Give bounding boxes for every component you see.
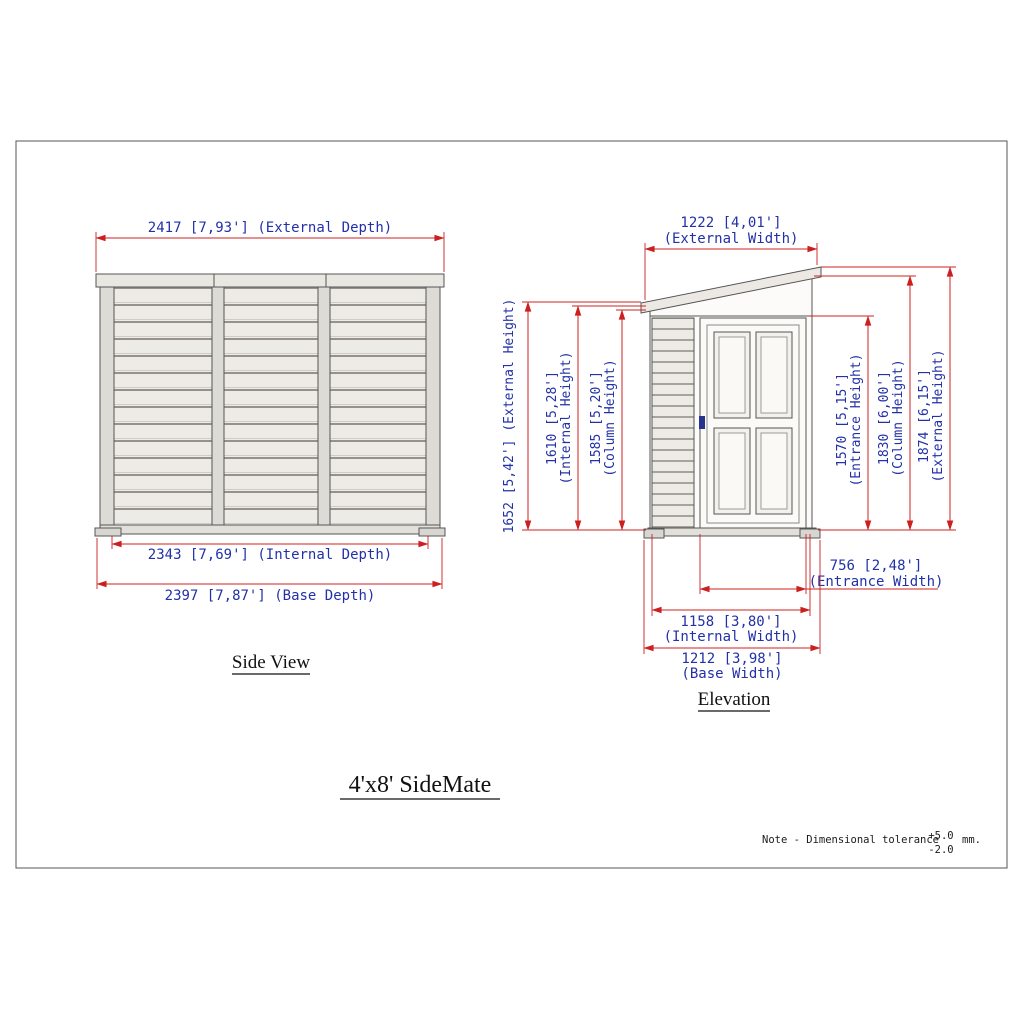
- external-width-value: 1222 [4,01']: [680, 215, 781, 231]
- note-unit: mm.: [962, 834, 981, 846]
- entrance-height-value: 1570 [5,15']: [835, 373, 850, 467]
- dim-external-width: 1222 [4,01'] (External Width): [644, 215, 818, 300]
- dim-internal-depth: 2343 [7,69'] (Internal Depth): [111, 536, 429, 563]
- column-height-left-name: (Column Height): [603, 359, 618, 476]
- external-height-right-value: 1874 [6,15']: [917, 369, 932, 463]
- elevation: 1222 [4,01'] (External Width) 1652 [5,42…: [502, 215, 956, 712]
- external-width-name: (External Width): [664, 231, 799, 247]
- base-width-name: (Base Width): [681, 666, 782, 682]
- dim-internal-width: 1158 [3,80'] (Internal Width): [651, 534, 811, 645]
- tolerance-note: Note - Dimensional tolerance +5.0 mm. -2…: [762, 830, 981, 856]
- side-view: 2417 [7,93'] (External Depth) 2343 [7,69…: [94, 220, 446, 675]
- column-height-left-value: 1585 [5,20']: [589, 371, 604, 465]
- dim-base-depth: 2397 [7,87'] (Base Depth): [96, 538, 443, 604]
- base-width-value: 1212 [3,98']: [681, 651, 782, 667]
- external-height-left-text: 1652 [5,42'] (External Height): [502, 299, 517, 534]
- internal-height-name: (Internal Height): [559, 351, 574, 484]
- internal-width-value: 1158 [3,80']: [680, 614, 781, 630]
- internal-depth-text: 2343 [7,69'] (Internal Depth): [148, 547, 392, 563]
- dim-column-height-right: 1830 [6,00'] (Column Height): [814, 275, 916, 531]
- door-handle: [699, 416, 705, 429]
- column-height-right-name: (Column Height): [891, 359, 906, 476]
- external-height-right-name: (External Height): [931, 349, 946, 482]
- dim-external-depth: 2417 [7,93'] (External Depth): [95, 220, 445, 272]
- entrance-height-name: (Entrance Height): [849, 353, 864, 486]
- elevation-label: Elevation: [698, 689, 771, 710]
- column-height-right-value: 1830 [6,00']: [877, 371, 892, 465]
- dim-external-height-right: 1874 [6,15'] (External Height): [818, 266, 956, 531]
- page-title: 4'x8' SideMate: [349, 772, 492, 798]
- dim-entrance-width: 756 [2,48'] (Entrance Width): [699, 534, 944, 594]
- external-depth-text: 2417 [7,93'] (External Depth): [148, 220, 392, 236]
- note-tolerance-plus: +5.0: [928, 830, 953, 842]
- elevation-shed: [640, 266, 822, 539]
- side-view-label: Side View: [232, 652, 310, 673]
- entrance-width-name: (Entrance Width): [809, 574, 944, 590]
- dim-base-width: 1212 [3,98'] (Base Width): [643, 540, 821, 682]
- entrance-width-value: 756 [2,48']: [830, 558, 923, 574]
- internal-height-value: 1610 [5,28']: [545, 371, 560, 465]
- dim-external-height-left: 1652 [5,42'] (External Height): [502, 299, 646, 534]
- internal-width-name: (Internal Width): [664, 629, 799, 645]
- dim-internal-height: 1610 [5,28'] (Internal Height): [545, 305, 646, 531]
- base-depth-text: 2397 [7,87'] (Base Depth): [165, 588, 376, 604]
- note-prefix: Note - Dimensional tolerance: [762, 834, 939, 846]
- note-tolerance-minus: -2.0: [928, 844, 953, 856]
- dim-column-height-left: 1585 [5,20'] (Column Height): [589, 309, 646, 531]
- side-view-shed: [94, 273, 446, 537]
- dim-entrance-height: 1570 [5,15'] (Entrance Height): [808, 315, 874, 531]
